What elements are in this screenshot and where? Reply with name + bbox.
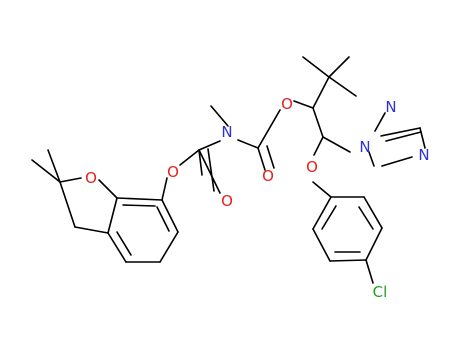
- bond: [419, 127, 426, 149]
- bond: [107, 197, 118, 234]
- bond: [47, 149, 61, 183]
- bond: [365, 259, 374, 284]
- atom-label-nitrogen: N: [418, 146, 429, 164]
- bond: [198, 149, 221, 194]
- bond: [266, 145, 275, 169]
- bond: [198, 149, 203, 176]
- bond: [98, 179, 118, 199]
- atom-label-nitrogen: N: [385, 98, 396, 116]
- bond: [312, 76, 330, 109]
- atom-label-oxygen: O: [85, 169, 97, 187]
- bond: [385, 131, 422, 142]
- bond: [207, 148, 215, 192]
- bond: [161, 199, 179, 233]
- atom-label-nitrogen: N: [359, 138, 370, 156]
- bond: [293, 100, 314, 109]
- bond: [156, 206, 170, 232]
- bond: [321, 205, 337, 230]
- bond: [74, 226, 109, 234]
- bond: [116, 197, 163, 201]
- bond: [312, 196, 332, 230]
- bond: [312, 181, 332, 198]
- bond: [380, 127, 421, 137]
- bond: [313, 136, 324, 156]
- bond: [329, 259, 367, 262]
- bond: [363, 196, 383, 229]
- bonds: [31, 56, 426, 284]
- atom-label-oxygen: O: [221, 192, 233, 210]
- atom-label-oxygen: O: [281, 95, 293, 113]
- bond: [358, 206, 374, 230]
- atom-label-oxygen: O: [262, 167, 274, 185]
- bond: [237, 139, 259, 149]
- bond: [159, 231, 179, 263]
- bond: [328, 76, 357, 97]
- bond: [381, 156, 413, 167]
- bond: [368, 151, 375, 167]
- atom-labels: O O O N O O O N N N Cl: [85, 95, 430, 301]
- bond: [59, 177, 82, 183]
- atom-label-chlorine: Cl: [373, 283, 388, 301]
- atom-label-nitrogen: N: [221, 123, 232, 141]
- bond: [302, 56, 330, 78]
- bond: [179, 149, 200, 166]
- bond: [257, 147, 266, 171]
- bond: [122, 204, 156, 207]
- bond: [374, 112, 386, 132]
- bond: [116, 231, 132, 256]
- bond: [322, 136, 351, 153]
- atom-label-oxygen: O: [167, 163, 179, 181]
- atom-label-oxygen: O: [306, 158, 318, 176]
- bond: [257, 109, 281, 149]
- bond: [59, 181, 76, 228]
- bond: [312, 107, 324, 138]
- bond: [198, 140, 221, 151]
- bond: [312, 228, 331, 262]
- bond: [31, 159, 61, 183]
- bond: [365, 227, 383, 261]
- bond: [210, 105, 229, 127]
- bond: [161, 177, 168, 201]
- bond: [328, 56, 350, 78]
- bond: [107, 232, 127, 263]
